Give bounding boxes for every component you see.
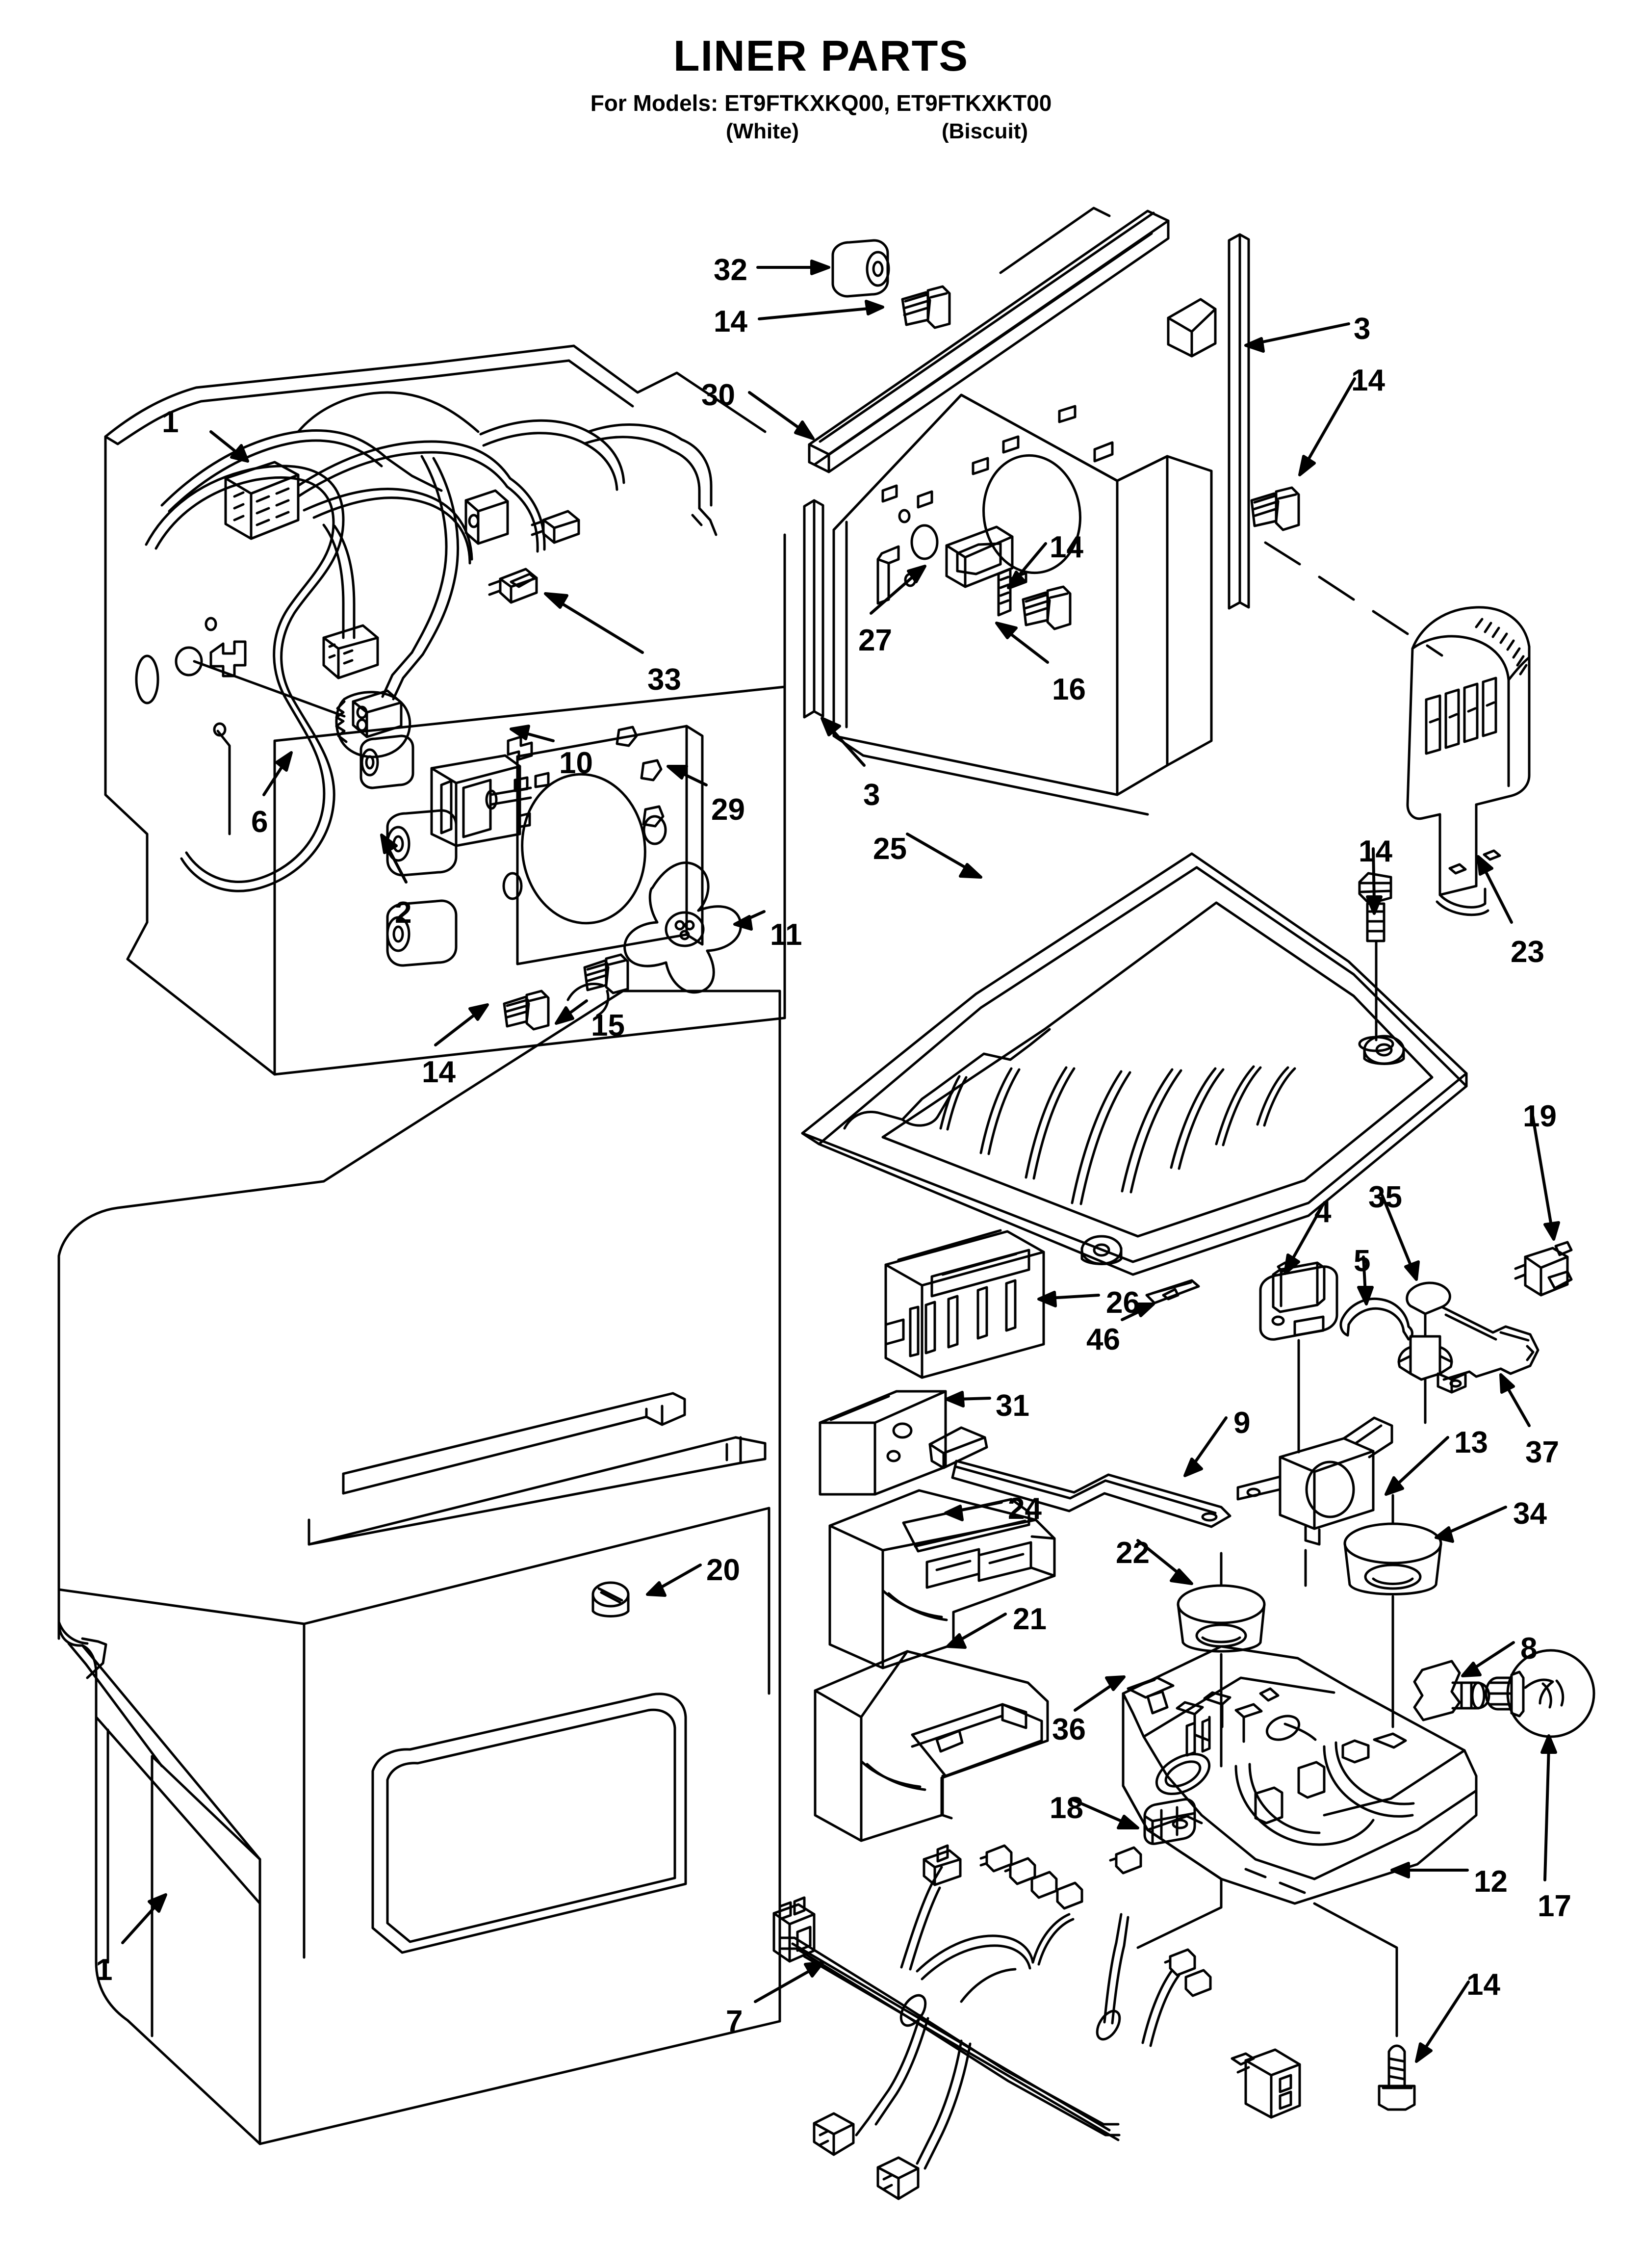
light-bulb-socket [1413,1660,1490,1721]
callout-9: 9 [1233,1406,1251,1440]
thermostat-13 [1236,1416,1393,1587]
callout-36: 36 [1052,1713,1086,1747]
callout-29: 29 [711,793,745,827]
callout-1-top: 1 [162,405,179,439]
thermostat-bracket-35 [1397,1281,1539,1424]
callout-14-bottom: 14 [1466,1968,1500,2002]
upper-liner-cabinet [104,344,786,1076]
wire-connector-19 [1514,1241,1573,1297]
callout-34: 34 [1513,1497,1547,1531]
page-title: LINER PARTS [673,31,969,80]
callout-14-pan: 14 [1359,834,1392,868]
finish-white-label: (White) [726,119,799,144]
finish-labels: (White) (Biscuit) [0,119,1642,147]
callout-30: 30 [701,378,735,412]
screw-bottom-right [1244,1868,1416,2111]
finish-biscuit-label: (Biscuit) [942,119,1028,144]
damper-control [1259,1261,1338,1454]
callout-1-bottom: 1 [96,1953,113,1987]
callout-6: 6 [251,805,268,839]
callout-leaders [121,260,1560,2063]
callout-11: 11 [770,918,802,952]
callout-16: 16 [1052,673,1086,706]
callout-2: 2 [395,896,412,930]
callout-14-fan: 14 [422,1055,456,1089]
light-housing [1122,1645,1478,1949]
damper-fan-assembly [359,725,742,1031]
callout-17: 17 [1538,1889,1571,1923]
callout-3-right: 3 [1354,312,1371,346]
callout-20: 20 [706,1553,740,1587]
callout-27: 27 [858,624,892,657]
callout-21: 21 [1013,1602,1047,1636]
control-box-group [884,1229,1200,1379]
mounting-plate [819,1390,947,1496]
callout-23: 23 [1511,935,1544,969]
fuse-lamp [1143,1798,1196,1845]
callout-3-left: 3 [863,778,880,812]
cover-tab [1127,1676,1175,1699]
callout-10: 10 [559,746,593,780]
retainer-clip [1339,1297,1413,1341]
callout-12: 12 [1474,1865,1508,1899]
callout-14-panel: 14 [1050,530,1083,564]
callout-18: 18 [1050,1791,1083,1825]
callout-24: 24 [1008,1492,1042,1526]
air-duct-cover [1406,606,1531,916]
wire-harness-upper [160,391,718,738]
callout-4: 4 [1314,1195,1332,1229]
callout-14-top: 14 [714,305,747,339]
lower-cabinet [57,990,781,2145]
callout-8: 8 [1520,1632,1538,1666]
light-bulb [1485,1649,1595,1738]
callout-5: 5 [1354,1244,1371,1278]
fan-blade [623,861,742,994]
callout-32: 32 [714,253,747,287]
callout-31: 31 [996,1389,1029,1423]
models-label: For Models: ET9FTKXKQ00, ET9FTKXKT00 [590,90,1052,116]
callout-37: 37 [1525,1435,1559,1469]
callout-33: 33 [647,663,681,697]
callout-19: 19 [1523,1099,1557,1133]
light-lens-cup-34 [1343,1494,1442,1728]
callout-35: 35 [1368,1180,1402,1214]
callout-13: 13 [1454,1426,1488,1460]
callout-7: 7 [726,2005,743,2038]
wire-harness-lower [772,1844,1301,2200]
callout-25: 25 [873,832,907,866]
light-lens-cup-22 [1177,1552,1266,1768]
rear-liner-assembly [803,207,1443,816]
air-tower-lower [814,1650,1049,1842]
drain-pan [801,852,1468,1276]
diagram-header: LINER PARTS For Models: ET9FTKXKQ00, ET9… [0,34,1642,147]
callout-15: 15 [591,1009,625,1043]
linkage-rod [928,1426,1232,1528]
callout-14-right: 14 [1351,364,1385,397]
callout-46: 46 [1086,1323,1120,1356]
callout-26: 26 [1106,1286,1140,1320]
callout-22: 22 [1116,1536,1150,1570]
